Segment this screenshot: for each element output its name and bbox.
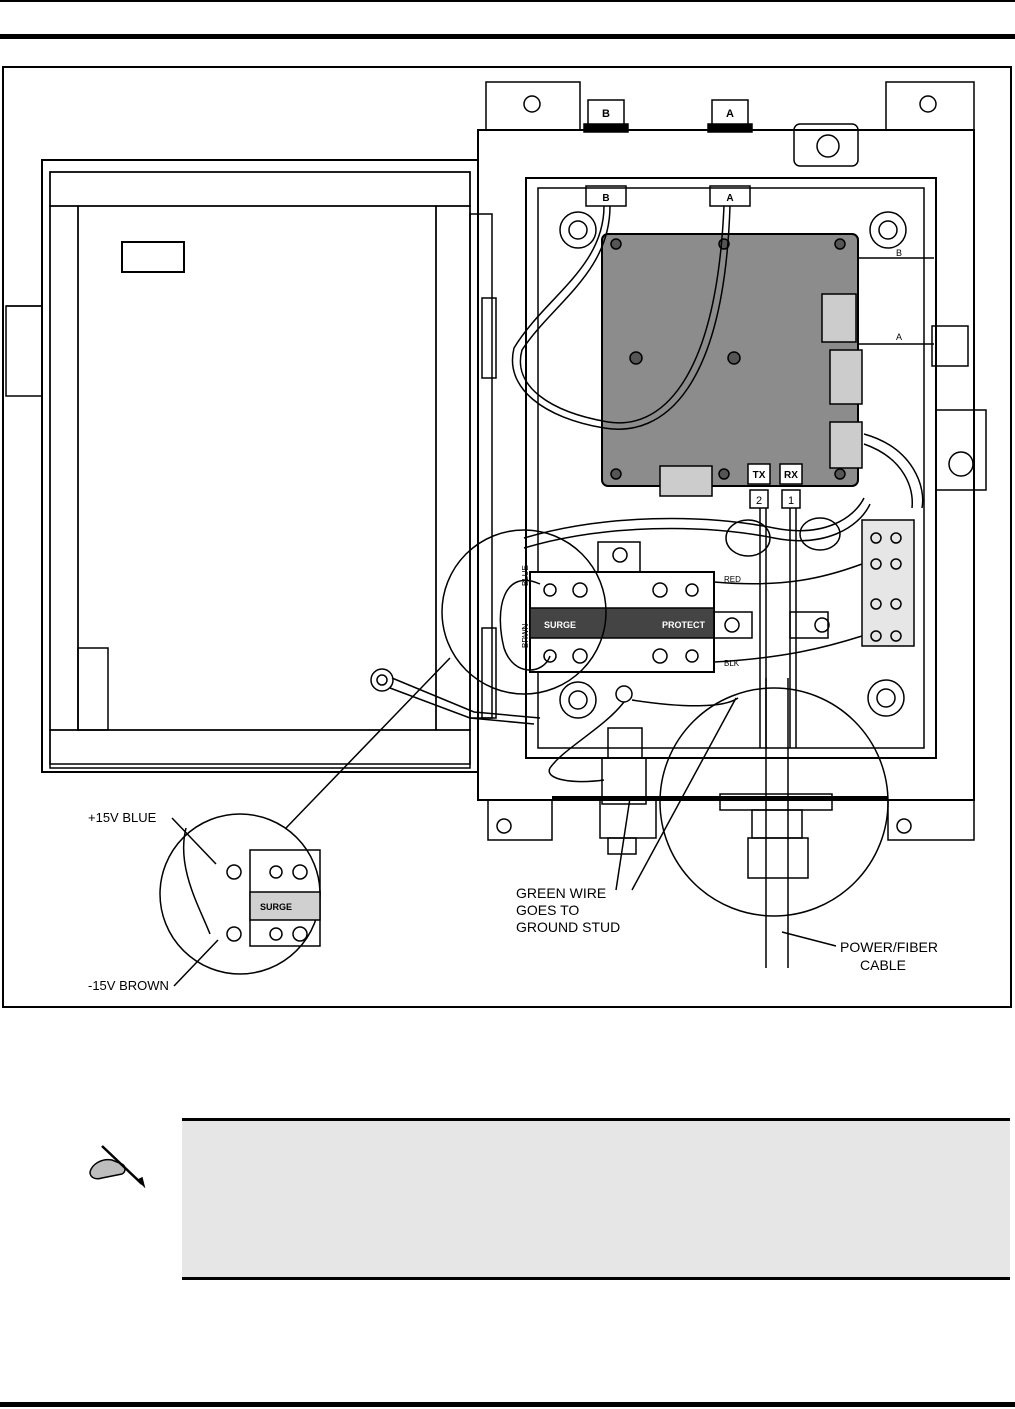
port-2-label: 2: [756, 495, 762, 507]
side-a-label: A: [896, 332, 902, 342]
terminal-block: [862, 520, 914, 646]
rx-label: RX: [784, 470, 798, 481]
callout-green-1: GREEN WIRE: [516, 885, 606, 901]
callout-power-2: CABLE: [860, 957, 906, 973]
side-b-label: B: [896, 248, 902, 258]
detail-circle-gland: [660, 688, 888, 916]
callout-power-1: POWER/FIBER: [840, 939, 938, 955]
inner-a-label: A: [726, 193, 733, 204]
callout-green-3: GROUND STUD: [516, 919, 620, 935]
brwn-wire-label: BRWN: [521, 623, 530, 648]
blue-wire-label: BLUE: [521, 565, 530, 586]
tx-label: TX: [753, 470, 766, 481]
note-box: [182, 1118, 1010, 1280]
footer-rule: [0, 1402, 1015, 1407]
header-rule-thin: [0, 0, 1015, 2]
enclosure-wiring-drawing: B A B A TX RX 2 1 B A: [4, 68, 1010, 1006]
installation-figure: B A B A TX RX 2 1 B A: [2, 66, 1012, 1008]
surge-right-text: PROTECT: [662, 620, 706, 630]
surge-protector: [530, 542, 829, 672]
header-rule-thick: [0, 34, 1015, 39]
inner-b-label: B: [602, 193, 609, 204]
callout-green-2: GOES TO: [516, 902, 579, 918]
connector-a-label: A: [726, 108, 734, 120]
enclosure-door: [6, 160, 478, 772]
radio-module: [602, 234, 862, 496]
connector-b-label: B: [602, 108, 610, 120]
surge-left-text: SURGE: [544, 620, 576, 630]
detail-pointer: [286, 658, 450, 828]
callout-plus15v: +15V BLUE: [88, 810, 157, 825]
inset-surge-text: SURGE: [260, 902, 292, 912]
inset-detail: [160, 814, 320, 974]
pencil-hand-icon: [82, 1142, 148, 1188]
door-hinge: [470, 214, 496, 718]
port-1-label: 1: [788, 495, 794, 507]
callout-minus15v: -15V BROWN: [88, 978, 169, 993]
